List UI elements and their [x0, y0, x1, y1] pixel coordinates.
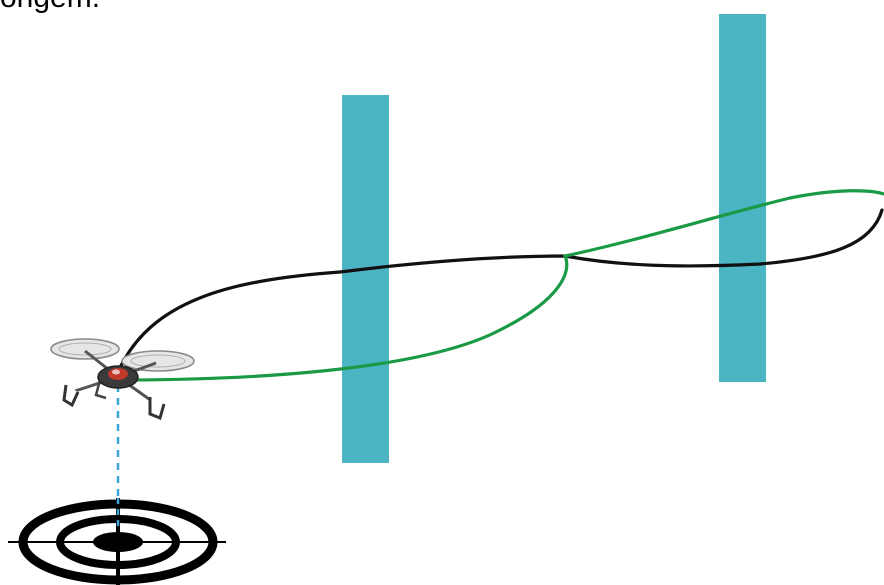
flight-path-green — [116, 189, 884, 382]
landing-target-icon — [8, 498, 226, 585]
caption-fragment: ongem. — [0, 0, 100, 16]
pillar-right — [719, 14, 766, 382]
quadcopter-drone-icon — [50, 338, 195, 421]
flight-path-black — [116, 208, 884, 374]
pillar-left — [342, 95, 389, 463]
